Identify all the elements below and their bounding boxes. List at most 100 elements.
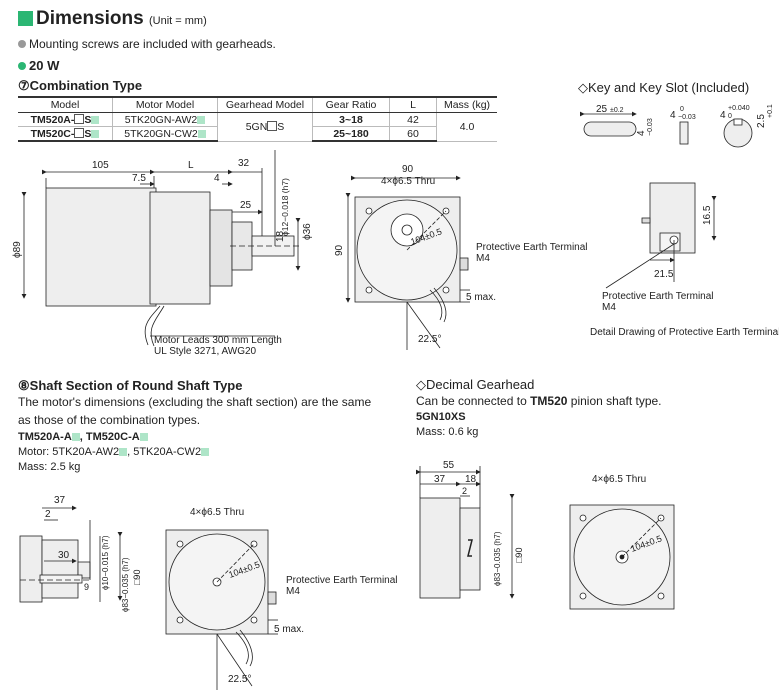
round-pcd: 104±0.5: [227, 559, 261, 580]
ratio-cell: 25~180: [312, 126, 390, 142]
round-front-view: [165, 529, 278, 690]
angle-label: 22.5°: [418, 334, 441, 345]
decimal-front-view: [569, 504, 675, 610]
decimal-model: 5GN10XS: [416, 411, 466, 423]
round-dim-9: 9: [84, 582, 89, 592]
slot-zero: 0: [728, 113, 732, 120]
detail-labels: 16.5 21.5 Protective Earth Terminal M4 D…: [590, 205, 779, 338]
key-dim-25: 25: [596, 104, 608, 115]
title-square-icon: [18, 11, 33, 26]
table-header-row: Model Motor Model Gearhead Model Gear Ra…: [18, 96, 497, 113]
dec-dim-55: 55: [443, 460, 455, 471]
detail-dim-21-5: 21.5: [654, 269, 674, 280]
key-title: ◇Key and Key Slot (Included): [578, 80, 750, 95]
pe-label: Protective Earth Terminal: [476, 242, 588, 253]
round-shaft-title: ⑧Shaft Section of Round Shaft Type: [18, 378, 243, 393]
key-labels: 25 ±0.2 4 −0.03 4 0 −0.03 4 +0.040 0 2.5…: [596, 104, 774, 136]
decimal-mass: Mass: 0.6 kg: [416, 426, 479, 438]
decimal-front-labels: 4×ϕ6.5 Thru 104±0.5: [592, 474, 663, 554]
round-side-view: [19, 505, 123, 603]
bullet-icon: [18, 62, 26, 70]
ratio-cell: 3~18: [312, 112, 390, 127]
dim-shaft: ϕ12−0.018 (h7): [280, 178, 290, 236]
dec-dim-83: ϕ83−0.035 (h7): [493, 531, 502, 586]
key-tol-4-side: −0.03: [647, 118, 654, 136]
placeholder-box-icon: [91, 115, 100, 124]
bullet-icon: [18, 40, 26, 48]
model-cell: TM520A-S: [18, 112, 113, 127]
slot-tol-4: +0.040: [728, 105, 750, 112]
col-header: Model: [18, 96, 113, 113]
leads-line2: UL Style 3271, AWG20: [154, 346, 257, 357]
dim-l: L: [188, 160, 194, 171]
placeholder-box-icon: [267, 120, 278, 131]
slot-tol-2-5: +0.1: [767, 104, 774, 118]
dec-dim-sq90: □90: [514, 548, 524, 563]
round-front-labels: 4×ϕ6.5 Thru 104±0.5 Protective Earth Ter…: [190, 507, 398, 685]
table-row: TM520C-S 5TK20GN-CW2 25~180 60: [18, 126, 497, 142]
power-heading: 20 W: [18, 58, 59, 73]
dim-5max: 5 max.: [466, 292, 496, 303]
placeholder-box-icon: [74, 113, 85, 124]
dim-18: 18: [275, 230, 286, 242]
placeholder-box-icon: [197, 129, 206, 138]
detail-drawing: [605, 182, 717, 289]
round-desc-line1: The motor's dimensions (excluding the sh…: [18, 395, 372, 409]
col-header: L: [389, 96, 437, 113]
detail-caption: Detail Drawing of Protective Earth Termi…: [590, 327, 779, 338]
decimal-title: ◇Decimal Gearhead: [416, 377, 535, 392]
round-desc-line2: as those of the combination types.: [18, 413, 201, 427]
dec-dim-18: 18: [465, 474, 477, 485]
pe-m4: M4: [476, 253, 490, 264]
key-drawings: [580, 111, 753, 148]
dec-holes: 4×ϕ6.5 Thru: [592, 474, 646, 485]
mass-cell: 4.0: [436, 112, 497, 142]
key-dim-4: 4: [670, 110, 676, 121]
dim-90-side: 90: [334, 244, 345, 256]
key-zero: 0: [680, 106, 684, 113]
round-holes: 4×ϕ6.5 Thru: [190, 507, 244, 518]
placeholder-box-icon: [201, 448, 210, 456]
col-header: Gear Ratio: [312, 96, 390, 113]
round-dim-5max: 5 max.: [274, 624, 304, 635]
col-header: Mass (kg): [436, 96, 497, 113]
round-models: TM520A-A, TM520C-A: [18, 431, 148, 443]
round-mass: Mass: 2.5 kg: [18, 461, 81, 473]
round-dim-sq90: □90: [132, 570, 142, 585]
round-dim-shaft: ϕ10−0.015 (h7): [101, 535, 110, 590]
col-header: Motor Model: [112, 96, 218, 113]
placeholder-box-icon: [139, 433, 148, 441]
round-angle: 22.5°: [228, 674, 251, 685]
dim-7-5: 7.5: [132, 173, 146, 184]
dec-dim-37: 37: [434, 474, 446, 485]
decimal-side-labels: 55 37 18 2 ϕ83−0.035 (h7) □90: [434, 460, 524, 586]
placeholder-box-icon: [197, 115, 206, 124]
l-cell: 60: [389, 126, 437, 142]
decimal-desc: Can be connected to TM520 pinion shaft t…: [416, 394, 662, 408]
round-dim-37: 37: [54, 495, 66, 506]
detail-dim-16-5: 16.5: [702, 205, 713, 225]
motor-cell: 5TK20GN-CW2: [112, 126, 218, 142]
key-dim-4-side: 4: [636, 130, 647, 136]
leads-line1: Motor Leads 300 mm Length: [154, 335, 282, 346]
dim-25: 25: [240, 200, 252, 211]
mounting-note: Mounting screws are included with gearhe…: [18, 37, 276, 51]
round-motors: Motor: 5TK20A-AW2, 5TK20A-CW2: [18, 446, 210, 458]
pcd-label: 104±0.5: [409, 226, 443, 247]
round-pe-m4: M4: [286, 586, 300, 597]
col-header: Gearhead Model: [217, 96, 313, 113]
page-title: Dimensions (Unit = mm): [18, 8, 207, 30]
detail-pe-m4: M4: [602, 302, 616, 313]
slot-dim-2-5: 2.5: [756, 114, 767, 128]
round-dim-30: 30: [58, 550, 70, 561]
unit-label: (Unit = mm): [148, 15, 207, 27]
round-pe-label: Protective Earth Terminal: [286, 575, 398, 586]
combination-title: ⑦Combination Type: [18, 78, 143, 93]
slot-dim-4: 4: [720, 110, 726, 121]
dim-105: 105: [92, 160, 109, 171]
round-dim-2: 2: [45, 509, 51, 520]
l-cell: 42: [389, 112, 437, 127]
dec-pcd: 104±0.5: [629, 533, 663, 554]
